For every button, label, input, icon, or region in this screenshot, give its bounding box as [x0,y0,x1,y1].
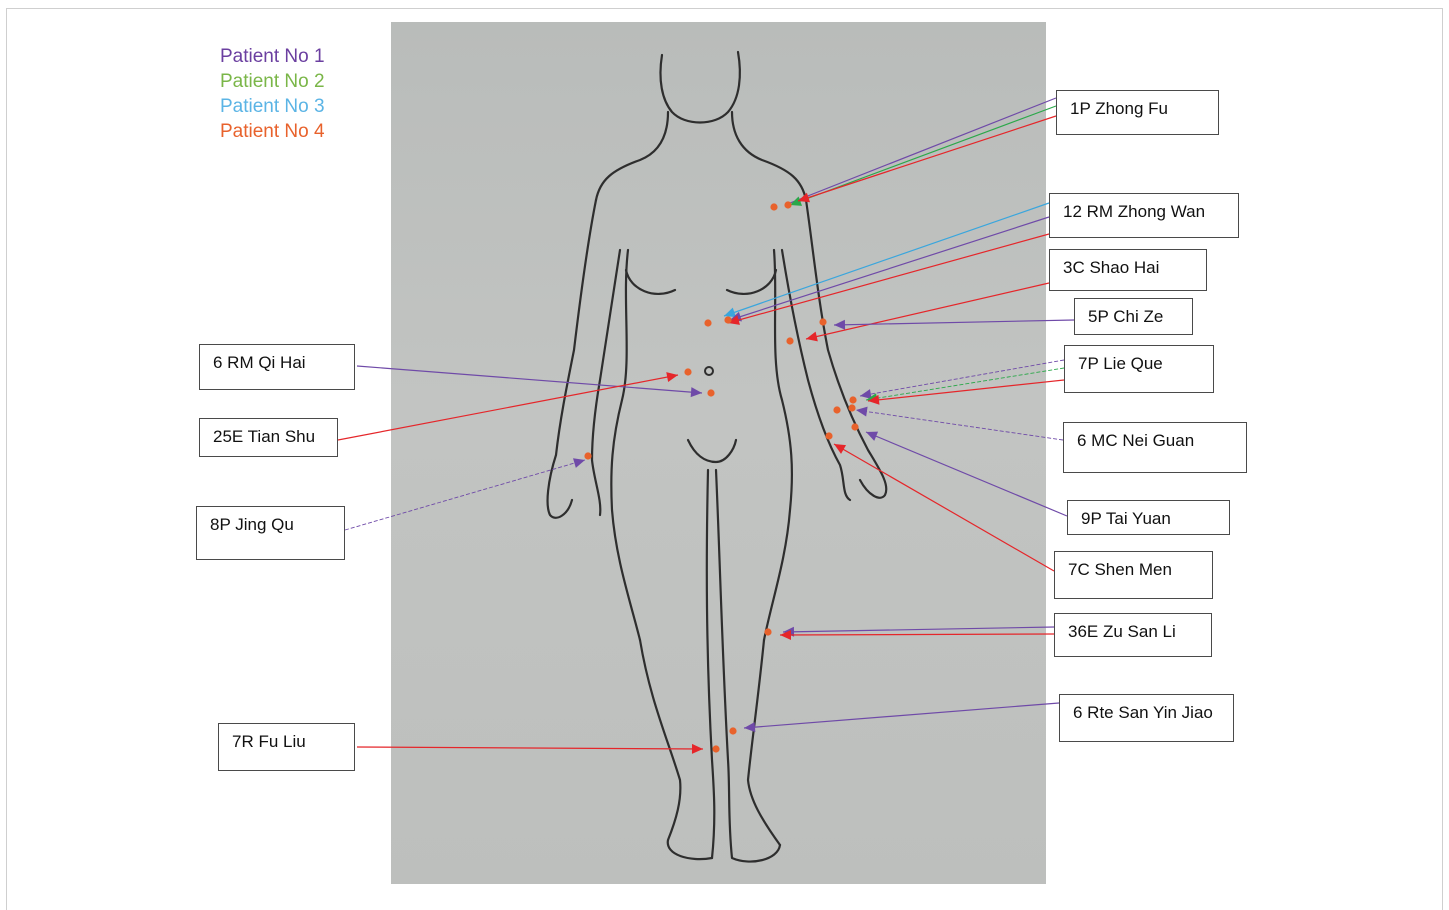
acupoint-marker [784,201,791,208]
acupoint-marker [833,406,840,413]
leader-line-purple [866,432,1067,516]
acupoint-marker [848,404,855,411]
acupoint-marker [704,319,711,326]
leader-line-red [728,234,1049,323]
arrowhead-icon [724,308,736,317]
leader-line-purple [834,320,1074,325]
acupoint-marker [786,337,793,344]
arrowhead-icon [806,332,818,342]
arrowhead-icon [573,458,585,468]
leader-line-purple [730,217,1049,320]
leader-line-purple [357,366,702,393]
arrowhead-icon [798,193,810,202]
acupoint-marker [849,396,856,403]
leader-line-red [780,634,1054,635]
leader-line-red [357,747,703,749]
acupoint-marker [584,452,591,459]
acupoint-marker [684,368,691,375]
arrowhead-icon [692,744,703,754]
arrowhead-icon [834,444,846,454]
arrowhead-icon [691,387,702,397]
acupoint-marker [770,203,777,210]
arrowhead-icon [834,320,845,330]
leader-line-red [868,380,1064,401]
leader-line-red [798,116,1056,201]
acupoint-marker [724,316,731,323]
acupoint-marker [764,628,771,635]
acupoint-marker [819,318,826,325]
acupoint-marker [707,389,714,396]
arrowhead-icon [856,407,868,417]
leader-line-purple [783,627,1054,632]
leader-line-blue [724,203,1049,316]
acupoint-marker [825,432,832,439]
leader-line-purple [744,703,1059,728]
arrowhead-icon [666,372,678,382]
leader-lines [338,98,1074,754]
leader-line-purple [856,410,1063,440]
acupoint-marker [729,727,736,734]
leader-line-purple [345,460,585,530]
leader-line-red [834,444,1054,571]
acupoint-marker [712,745,719,752]
leader-line-purple [790,98,1056,203]
acupoint-marker [851,423,858,430]
leader-line-green [866,368,1064,400]
arrowhead-icon [744,722,755,732]
leader-line-red [338,375,678,440]
